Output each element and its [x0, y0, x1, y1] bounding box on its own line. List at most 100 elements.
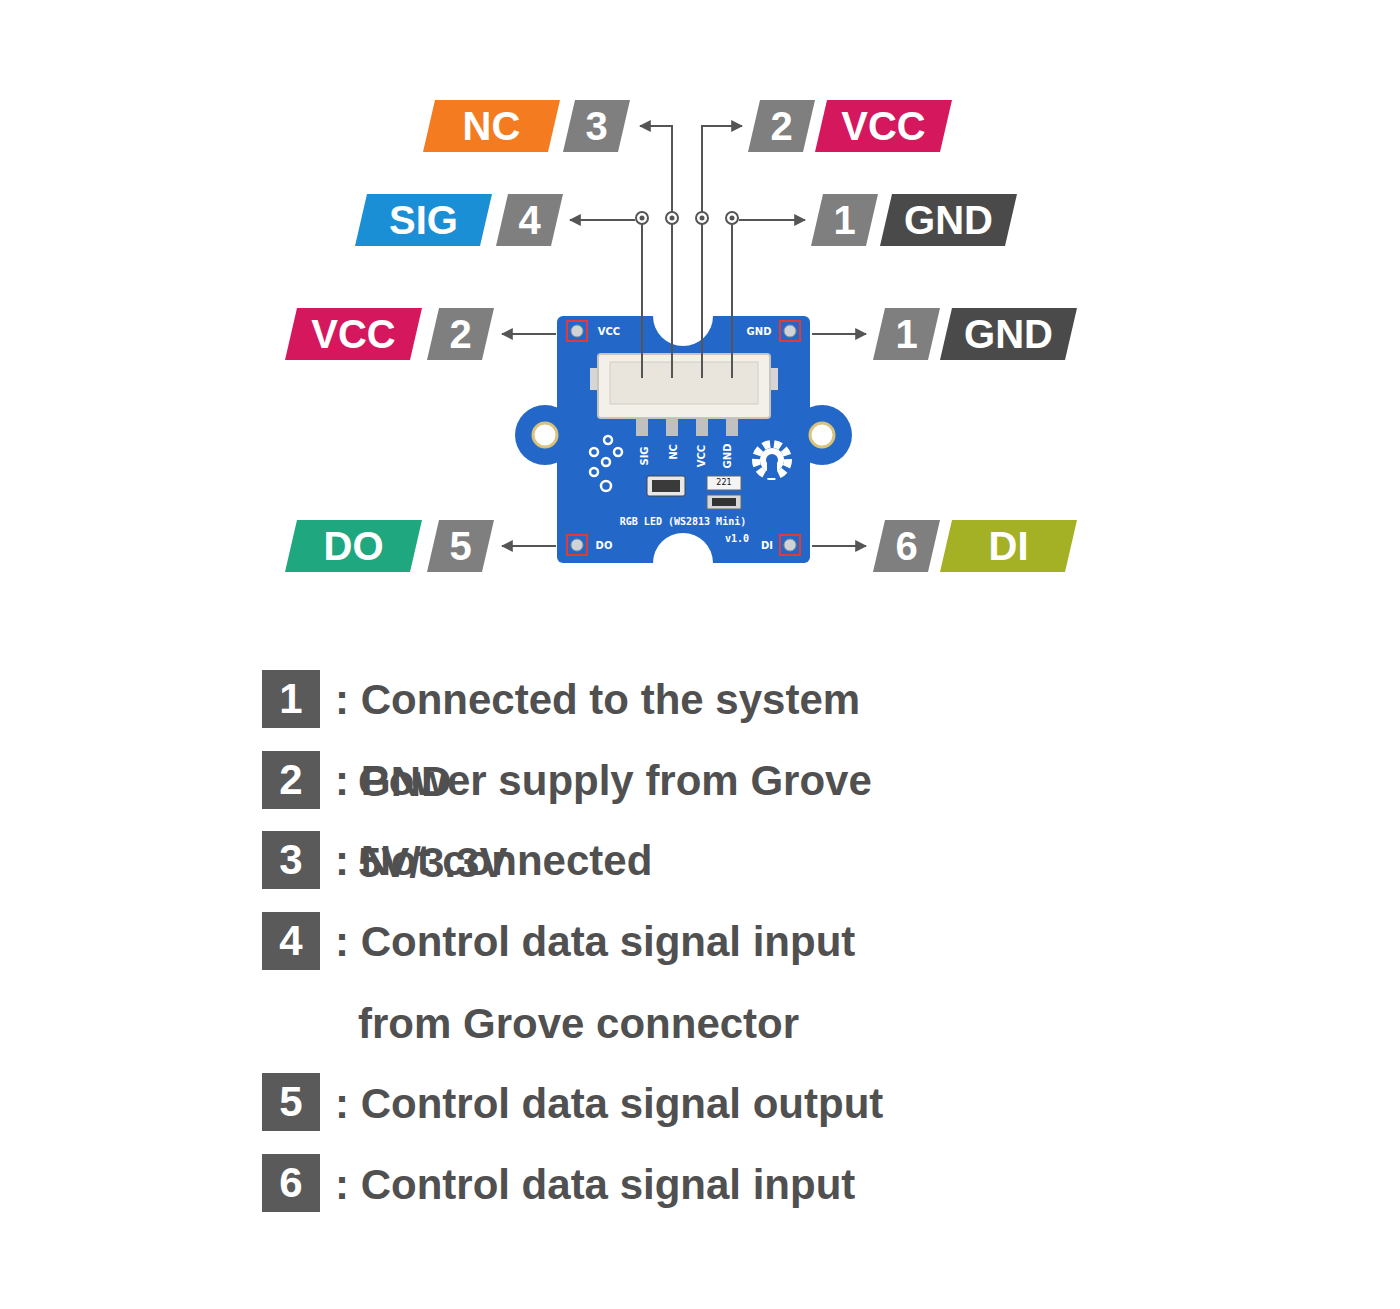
pin-label-text: DO: [324, 526, 384, 566]
connector-socket: [610, 362, 758, 404]
parallelogram: [873, 308, 940, 360]
connector-pin: [666, 418, 678, 436]
legend-number: 3: [262, 831, 320, 889]
leader-line: [812, 545, 866, 547]
solder-pad: [571, 539, 583, 551]
leader-line: [812, 333, 866, 335]
pin-label-text: VCC: [841, 106, 925, 146]
leader-lines: [502, 126, 866, 546]
pin-name-tag: NC: [423, 100, 560, 152]
parallelogram: [423, 100, 560, 152]
legend-number: 4: [262, 912, 320, 970]
pin-name-tag: SIG: [355, 194, 492, 246]
pin-number-tag: 2: [427, 308, 494, 360]
pin-dot: [636, 212, 648, 224]
connector-pin: [696, 418, 708, 436]
gear-slot: [767, 462, 777, 478]
pin-label-text: VCC: [311, 314, 395, 354]
pin-dot: [726, 212, 738, 224]
legend-number: 1: [262, 670, 320, 728]
pin-wire: [641, 224, 643, 378]
legend-number: 5: [262, 1073, 320, 1131]
pin-label-text: 2: [449, 314, 471, 354]
pin-number-tag: 3: [563, 100, 630, 152]
capacitor-body: [712, 498, 736, 506]
pin-number-tag: 5: [427, 520, 494, 572]
legend-number-text: 3: [279, 839, 302, 881]
pad-marker: [567, 321, 587, 341]
led-chip: [647, 476, 685, 496]
pin-wire: [701, 224, 703, 378]
parallelogram: [563, 100, 630, 152]
parallelogram: [355, 194, 492, 246]
parallelogram: [496, 194, 563, 246]
square: [262, 912, 320, 970]
silkscreen-pin-label: NC: [669, 444, 679, 460]
silkscreen-label: VCC: [598, 327, 620, 337]
pin-label-text: 3: [585, 106, 607, 146]
leader-line: [702, 126, 742, 212]
pin-description: : Not connected: [335, 820, 928, 902]
grove-logo: [590, 436, 622, 491]
legend-number: 2: [262, 751, 320, 809]
silkscreen-label: DO: [596, 541, 613, 551]
pad-marker: [780, 535, 800, 555]
mount-hole: [810, 423, 834, 447]
logo-dot: [602, 458, 610, 466]
silkscreen-label: DI: [761, 541, 773, 551]
pad-marker: [567, 535, 587, 555]
pin-label-text: 6: [895, 526, 917, 566]
leader-line: [502, 333, 556, 335]
legend-number-text: 6: [279, 1162, 302, 1204]
pin-description: : Control data signal input from Grove c…: [335, 901, 928, 1065]
legend-number-text: 4: [279, 920, 302, 962]
leader-line: [502, 545, 556, 547]
board-cutout: [653, 533, 713, 593]
legend-number-text: 5: [279, 1081, 302, 1123]
silkscreen-pin-label: VCC: [697, 445, 707, 467]
legend-number-text: 2: [279, 759, 302, 801]
pin-dot: [666, 212, 678, 224]
mount-hole: [533, 423, 557, 447]
leader-line: [739, 219, 805, 221]
pin-label-text: 1: [833, 200, 855, 240]
square: [262, 751, 320, 809]
pin-label-text: DI: [989, 526, 1029, 566]
board-version: v1.0: [725, 534, 749, 544]
grove-connector: [598, 354, 770, 418]
pin-name-tag: DO: [285, 520, 422, 572]
parallelogram: [811, 194, 878, 246]
square: [262, 1073, 320, 1131]
logo-dot: [604, 436, 612, 444]
pin-label-text: GND: [964, 314, 1053, 354]
open-hardware-gear: [756, 444, 788, 478]
logo-dot: [601, 481, 611, 491]
square: [262, 831, 320, 889]
resistor: [707, 476, 741, 490]
parallelogram: [940, 520, 1077, 572]
legend-number: 6: [262, 1154, 320, 1212]
parallelogram: [285, 308, 422, 360]
pcb-board: [557, 316, 810, 563]
parallelogram: [748, 100, 815, 152]
led-chip-body: [652, 480, 680, 492]
pin-label-text: 1: [895, 314, 917, 354]
solder-pad: [784, 325, 796, 337]
pin-number-tag: 2: [748, 100, 815, 152]
square: [262, 670, 320, 728]
silkscreen-label: GND: [747, 327, 772, 337]
leader-line: [570, 219, 635, 221]
pin-dot: [696, 212, 708, 224]
pin-number-tag: 4: [496, 194, 563, 246]
pin-dots: [636, 212, 738, 224]
legend-number-text: 1: [279, 678, 302, 720]
board-cutout: [653, 286, 713, 346]
leader-line: [640, 126, 672, 212]
logo-dot: [590, 448, 598, 456]
pin-label-text: 5: [449, 526, 471, 566]
pin-dot-core: [700, 216, 705, 221]
parallelogram: [427, 308, 494, 360]
board-name: RGB LED (WS2813 Mini): [620, 517, 746, 527]
solder-pad: [571, 325, 583, 337]
connector-pin: [726, 418, 738, 436]
